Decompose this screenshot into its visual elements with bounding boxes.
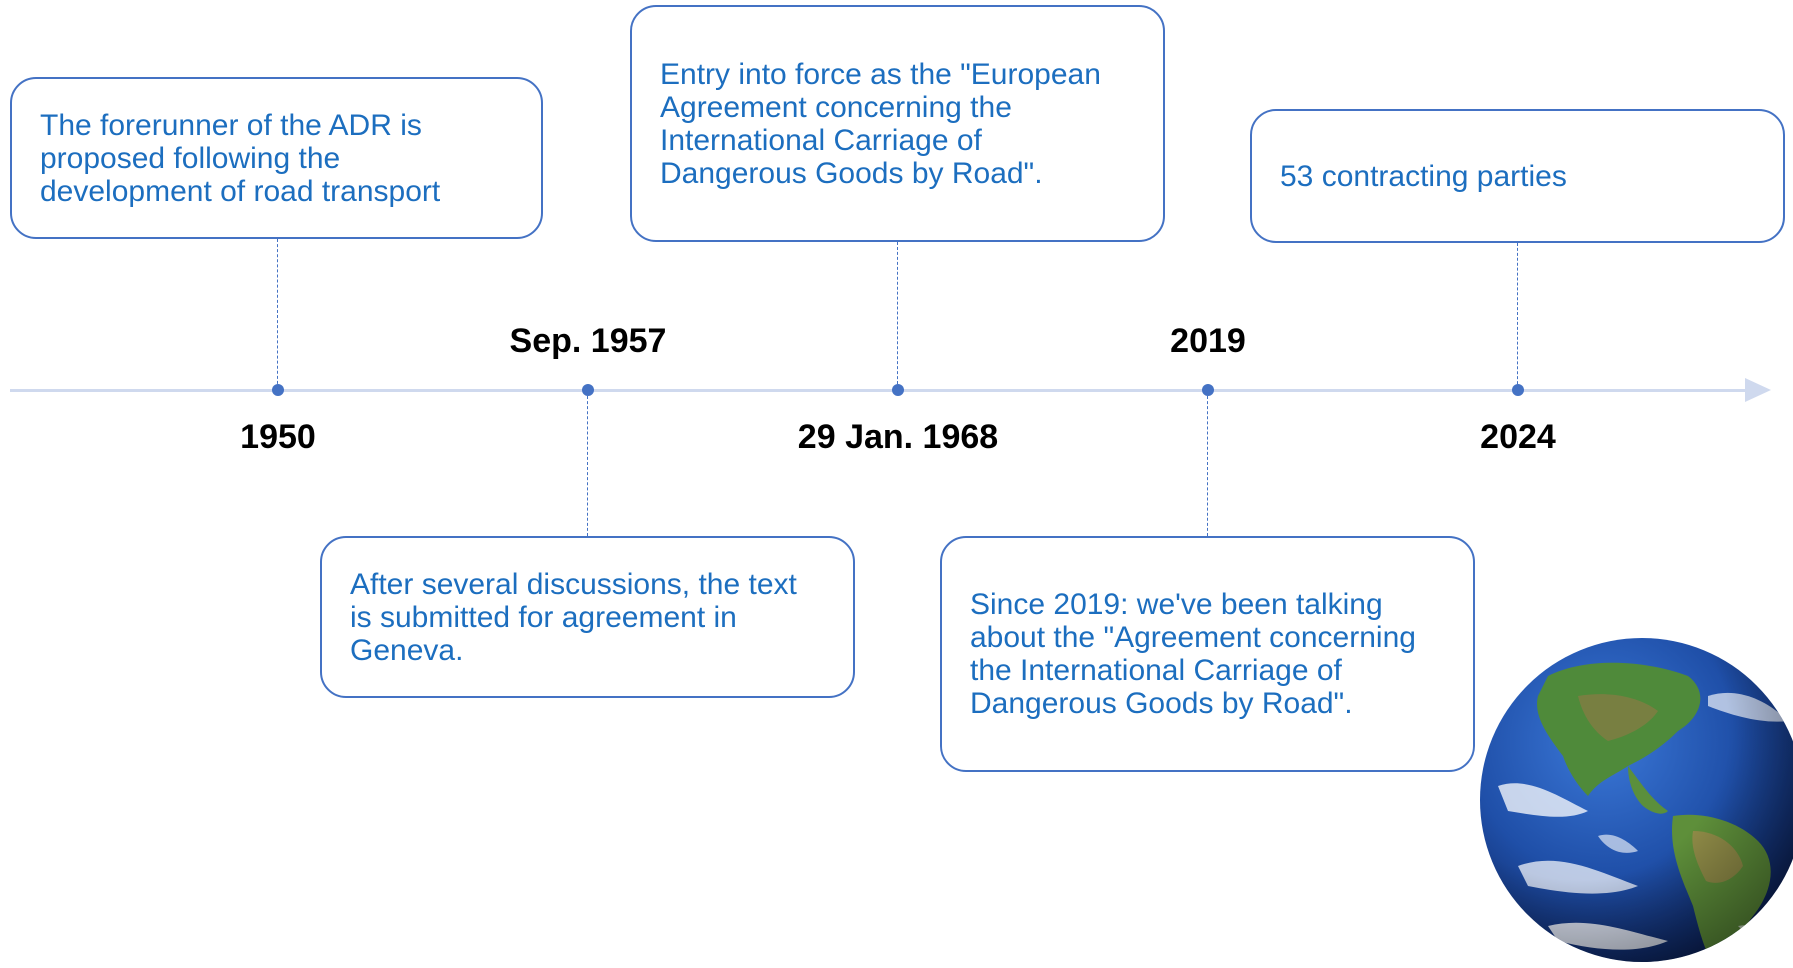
earth-globe-icon — [1480, 638, 1793, 962]
event-connector-2019 — [1207, 396, 1208, 536]
event-connector-1968 — [897, 242, 898, 389]
event-marker-1950 — [272, 384, 284, 396]
event-text-1950: The forerunner of the ADR is proposed fo… — [40, 108, 441, 208]
event-card-1957: After several discussions, the text is s… — [320, 536, 855, 698]
event-year-1950: 1950 — [240, 418, 316, 456]
event-year-2024: 2024 — [1480, 418, 1556, 456]
event-connector-2024 — [1517, 243, 1518, 389]
event-card-2019: Since 2019: we've been talking about the… — [940, 536, 1475, 772]
event-year-1968: 29 Jan. 1968 — [797, 418, 999, 456]
event-card-2024: 53 contracting parties — [1250, 109, 1785, 243]
event-card-1950: The forerunner of the ADR is proposed fo… — [10, 77, 543, 239]
event-connector-1957 — [587, 396, 588, 536]
event-year-1957: Sep. 1957 — [509, 322, 667, 360]
event-text-1957: After several discussions, the text is s… — [350, 567, 797, 667]
event-marker-2024 — [1512, 384, 1524, 396]
event-year-2019: 2019 — [1170, 322, 1246, 360]
event-text-1968: Entry into force as the "European Agreem… — [660, 57, 1101, 190]
event-connector-1950 — [277, 239, 278, 389]
event-marker-1968 — [892, 384, 904, 396]
event-card-1968: Entry into force as the "European Agreem… — [630, 5, 1165, 242]
timeline-arrowhead — [1745, 378, 1771, 402]
event-text-2019: Since 2019: we've been talking about the… — [970, 588, 1416, 720]
event-text-2024: 53 contracting parties — [1280, 159, 1567, 193]
event-marker-2019 — [1202, 384, 1214, 396]
event-marker-1957 — [582, 384, 594, 396]
timeline-axis — [10, 389, 1745, 392]
